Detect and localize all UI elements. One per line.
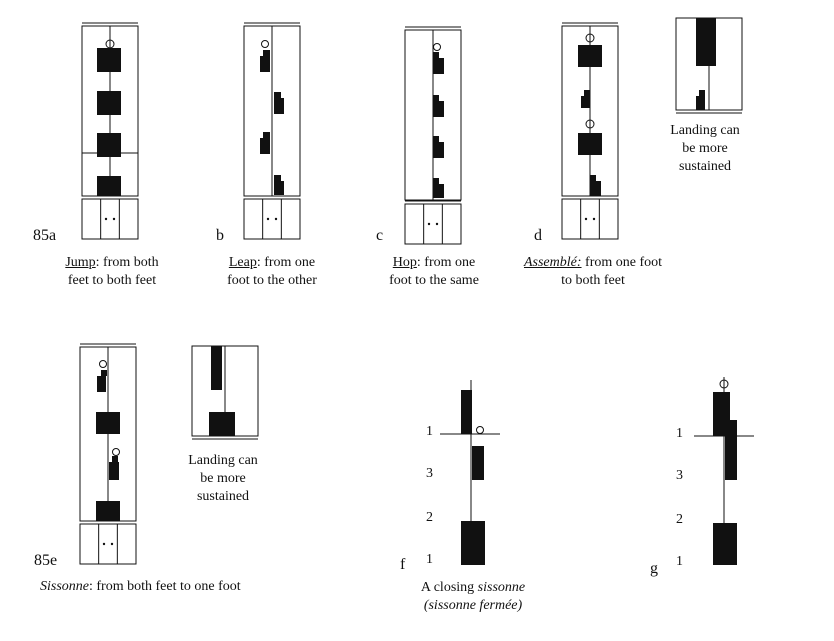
panel-c-support-dot-right xyxy=(435,222,439,226)
panel-e-support-dot-left xyxy=(102,542,106,546)
panel-c-hop-1-top xyxy=(433,52,439,58)
panel-e-support-dot-right xyxy=(110,542,114,546)
panel-f-jump-block xyxy=(461,390,472,434)
panel-a-caption: Jump: from both feet to both feet xyxy=(65,255,159,288)
panel-e-caption: Sissonne: from both feet to one foot xyxy=(40,579,241,594)
panel-d-right-step-top xyxy=(590,175,596,181)
panel-g-step-block xyxy=(725,420,737,480)
panel-a-support-4 xyxy=(97,176,121,196)
panel-d-support-2 xyxy=(578,133,602,155)
panel-d-left-step-1 xyxy=(581,96,590,108)
panel-d-right-step xyxy=(590,181,601,196)
panel-e-step-1 xyxy=(97,376,106,392)
panel-a-support-dot-left xyxy=(104,217,108,221)
panel-e-step-2 xyxy=(109,462,119,480)
panel-a-support-3 xyxy=(97,133,121,157)
panel-a-start-position xyxy=(81,198,139,240)
panel-e-flexion-sign-2 xyxy=(112,448,120,456)
panel-g-count-3: 3 xyxy=(676,468,683,483)
panel-g-count-1b: 1 xyxy=(676,554,683,569)
panel-c-hop-2-top xyxy=(433,95,439,101)
panel-g-landing-block xyxy=(713,523,737,565)
panel-e-inset-step xyxy=(211,346,222,390)
panel-c-hop-2 xyxy=(433,101,444,117)
panel-d-start-position xyxy=(561,198,619,240)
panel-e-step-2-top xyxy=(112,456,118,462)
panel-c-hop-4-top xyxy=(433,178,439,184)
panel-d-support-dot-right xyxy=(592,217,596,221)
panel-f-landing-block xyxy=(461,521,485,565)
panel-d-support-1 xyxy=(578,45,602,67)
panel-c-hop-1 xyxy=(433,58,444,74)
panel-e-flexion-sign-1 xyxy=(99,360,107,368)
panel-d-tag: d xyxy=(534,227,542,244)
panel-d-inset-step-top xyxy=(699,90,705,96)
panel-b-right-step-2-top xyxy=(274,175,281,181)
panel-d-left-step-1-top xyxy=(584,90,590,96)
panel-d-caption: Assemblé: from one foot to both feet xyxy=(523,255,663,288)
panel-e-support-1 xyxy=(96,412,120,434)
panel-b-flexion-sign xyxy=(261,40,269,48)
panel-a-tag: 85a xyxy=(33,227,57,244)
panel-e-start-position xyxy=(79,523,137,565)
panel-c-support-dot-left xyxy=(427,222,431,226)
panel-d-inset-step xyxy=(696,96,705,110)
panel-c-hop-4 xyxy=(433,184,444,198)
panel-e-note: Landing can be more sustained xyxy=(188,453,258,504)
panel-f-caption: A closing sissonne (sissonne fermée) xyxy=(420,580,526,613)
panel-d-inset-landing xyxy=(696,18,716,66)
panel-c-hop-3-top xyxy=(433,136,439,142)
panel-a-support-2 xyxy=(97,91,121,115)
panel-c-start-position xyxy=(404,203,462,245)
panel-c-term: Hop xyxy=(392,255,417,270)
panel-b-right-step-1 xyxy=(274,98,284,114)
panel-e-step-1-top xyxy=(101,370,107,376)
panel-f-count-1b: 1 xyxy=(426,552,433,567)
panel-f-step-block xyxy=(472,446,484,480)
panel-c-caption: Hop: from one foot to the same xyxy=(389,255,479,288)
panel-b-caption: Leap: from one foot to the other xyxy=(227,255,317,288)
panel-a-term: Jump xyxy=(65,255,96,270)
panel-b-term: Leap xyxy=(228,255,257,270)
panel-b-tag: b xyxy=(216,227,224,244)
panel-b-right-step-1-top xyxy=(274,92,281,98)
panel-d-term: Assemblé: xyxy=(523,255,582,270)
panel-f-count-1a: 1 xyxy=(426,424,433,439)
panel-g-tag: g xyxy=(650,560,658,577)
panel-f-count-3: 3 xyxy=(426,466,433,481)
panel-g-count-1a: 1 xyxy=(676,426,683,441)
panel-b-left-step-1-top xyxy=(263,50,270,56)
panel-d-note: Landing can be more sustained xyxy=(670,123,740,174)
panel-e-support-2 xyxy=(96,501,120,521)
panel-e-term: Sissonne xyxy=(40,579,89,594)
panel-b-left-step-2-top xyxy=(263,132,270,138)
panel-c-tag: c xyxy=(376,227,384,244)
panel-g-count-2: 2 xyxy=(676,512,683,527)
panel-f-flexion-sign xyxy=(476,426,484,434)
panel-f-count-2: 2 xyxy=(426,510,433,525)
panel-f-tag: f xyxy=(400,556,406,573)
panel-a-support-1 xyxy=(97,48,121,72)
panel-b-left-step-2 xyxy=(260,138,270,154)
panel-b-left-step-1 xyxy=(260,56,270,72)
panel-d-support-dot-left xyxy=(584,217,588,221)
panel-e-inset-landing xyxy=(209,412,235,436)
panel-b-right-step-2 xyxy=(274,181,284,195)
panel-c-hop-3 xyxy=(433,142,444,158)
panel-b-support-dot-right xyxy=(274,217,278,221)
panel-a-support-dot-right xyxy=(112,217,116,221)
panel-e-tag: 85e xyxy=(34,552,58,569)
panel-b-support-dot-left xyxy=(266,217,270,221)
panel-c-flexion-sign xyxy=(433,43,441,51)
panel-b-start-position xyxy=(243,198,301,240)
